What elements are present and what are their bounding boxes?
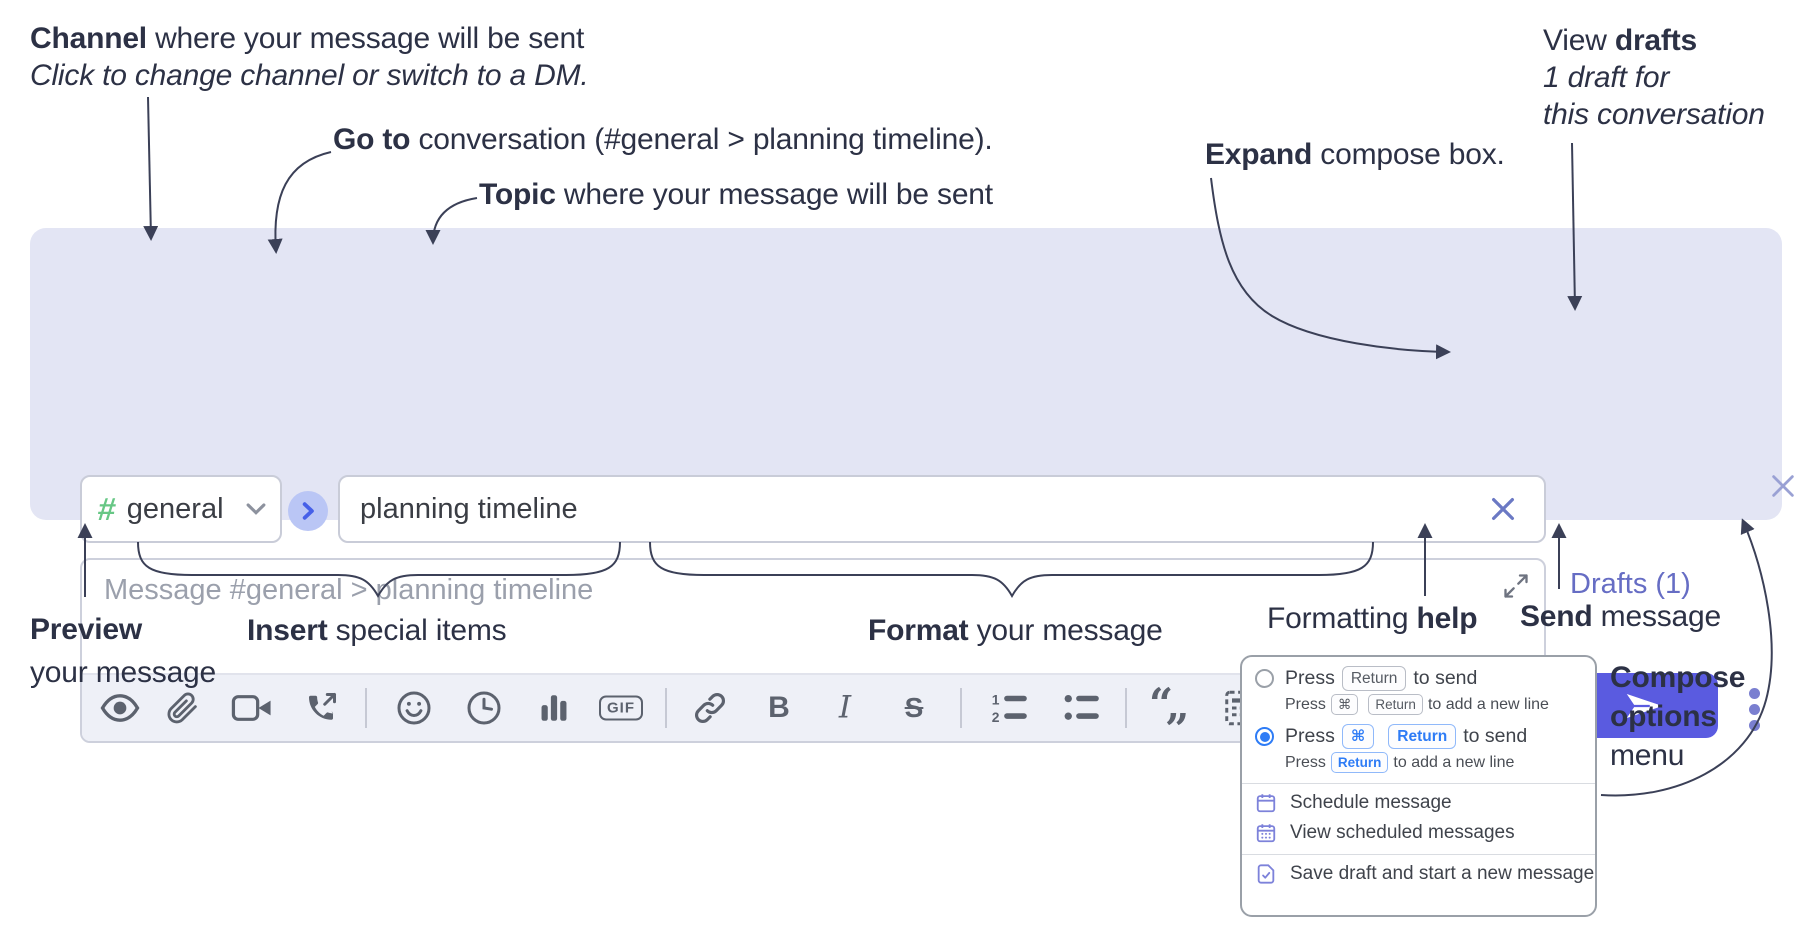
emoji-icon[interactable] (396, 690, 432, 726)
hash-channel-icon: # (96, 490, 118, 527)
video-call-icon[interactable] (231, 693, 273, 723)
toolbar-divider (665, 688, 667, 728)
bold-icon[interactable]: B (768, 691, 790, 724)
channel-selector-button[interactable]: # general (80, 475, 282, 543)
close-compose-icon[interactable] (1768, 471, 1798, 501)
calendar-icon (1256, 794, 1276, 813)
annotation-send: Send message (1520, 600, 1722, 633)
topic-input[interactable] (338, 475, 1546, 543)
connector-channel (143, 96, 159, 241)
clear-topic-icon[interactable] (1488, 494, 1518, 524)
toolbar-divider (960, 688, 962, 728)
bulleted-list-icon[interactable] (1063, 691, 1101, 725)
expand-compose-icon[interactable] (1502, 572, 1532, 602)
file-check-icon (1257, 864, 1275, 884)
go-to-conversation-button[interactable] (288, 491, 328, 531)
voice-call-icon[interactable] (302, 690, 340, 726)
toolbar-divider (1125, 688, 1127, 728)
annotation-formatting-help: Formatting help (1267, 602, 1478, 635)
gif-icon[interactable]: GIF (599, 695, 643, 721)
chevron-right-icon (302, 502, 314, 520)
radio-selected[interactable] (1255, 727, 1274, 746)
annotation-compose-options: Compose options menu (1610, 661, 1746, 772)
quote-icon[interactable]: “” (1149, 679, 1189, 754)
annotation-preview: Preview your message (30, 613, 217, 689)
strikethrough-icon[interactable]: S (904, 692, 924, 723)
annotation-format: Format your message (868, 614, 1163, 647)
annotation-expand: Expand compose box. (1205, 138, 1505, 171)
overflow-dot (1748, 719, 1760, 731)
radio-unselected[interactable] (1255, 669, 1274, 688)
italic-icon[interactable]: I (838, 689, 852, 726)
annotation-drafts: View drafts 1 draft for this conversatio… (1543, 24, 1765, 131)
overflow-dot (1748, 703, 1760, 715)
chevron-down-icon (246, 503, 266, 515)
compose-box: # general (30, 228, 1794, 751)
toolbar-divider (365, 688, 367, 728)
annotation-goto: Go to conversation (#general > planning … (333, 123, 993, 156)
overflow-dot (1748, 687, 1760, 699)
preview-eye-icon[interactable] (100, 693, 140, 723)
popup-divider (1242, 783, 1595, 784)
svg-text:2: 2 (992, 709, 1000, 725)
menu-item-save-draft-new-message[interactable]: Save draft and start a new message (1242, 855, 1595, 885)
annotation-channel: Channel where your message will be sent … (30, 22, 589, 92)
poll-bar-chart-icon[interactable] (537, 691, 571, 725)
svg-text:1: 1 (992, 691, 1000, 707)
channel-name: general (126, 492, 224, 525)
global-time-clock-icon[interactable] (466, 690, 502, 726)
drafts-link[interactable]: Drafts (1) (1570, 568, 1691, 600)
menu-item-view-scheduled-messages[interactable]: View scheduled messages (1242, 814, 1595, 844)
calendar-grid-icon (1256, 824, 1276, 843)
annotation-insert: Insert special items (247, 614, 507, 647)
annotation-topic: Topic where your message will be sent (479, 178, 993, 211)
link-icon[interactable] (690, 690, 730, 726)
attach-paperclip-icon[interactable] (165, 690, 199, 726)
popup-divider (1242, 854, 1595, 855)
menu-item-schedule-message[interactable]: Schedule message (1242, 784, 1595, 814)
